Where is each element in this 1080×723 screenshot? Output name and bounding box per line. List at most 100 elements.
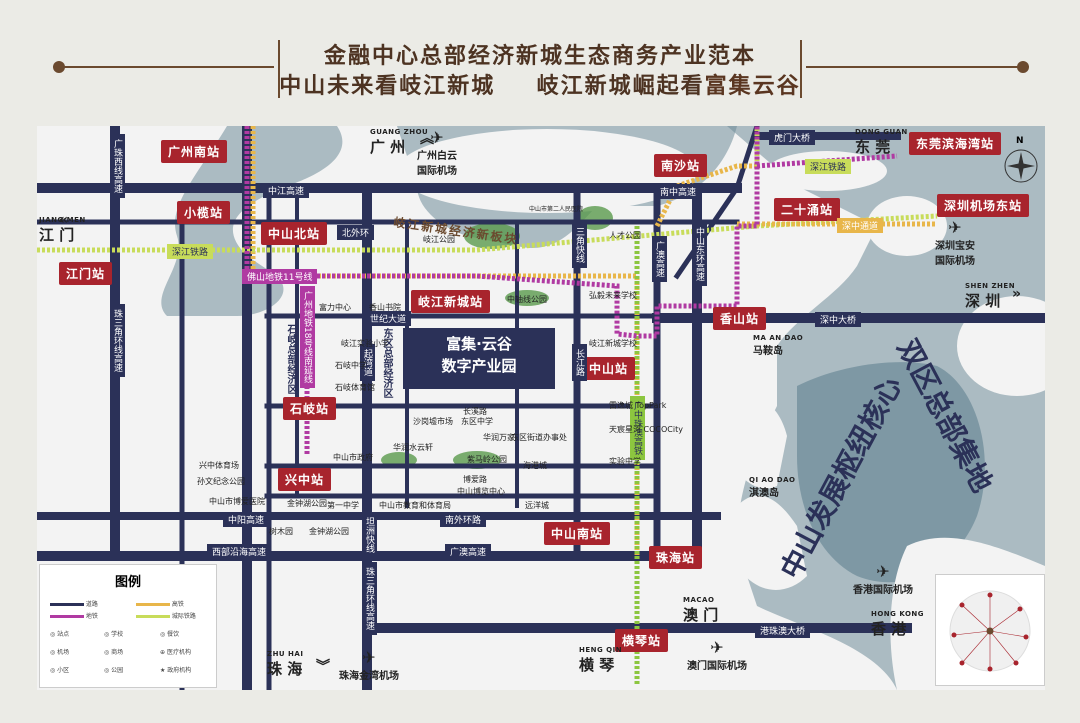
airport-icon: ✈ <box>710 638 724 657</box>
place-item: 东区街道办事处 <box>511 433 567 442</box>
place-item: 华润水云轩 <box>393 443 433 452</box>
station-zhuhai[interactable]: 珠海站 <box>649 546 703 569</box>
place-item: 远洋城 <box>525 501 549 510</box>
place-item: 华润万家 <box>483 433 515 442</box>
station-guangzhou-south[interactable]: 广州南站 <box>161 140 228 163</box>
legend-gov-label: 政府机构 <box>167 667 192 674</box>
legend-road-label: 道路 <box>85 601 98 608</box>
road-label-beiwai: 北外环 <box>337 225 375 240</box>
legend-park: ◎ 公园 <box>104 667 124 674</box>
island-qiao-cn: 淇澳岛 <box>749 488 779 499</box>
station-jiangmen[interactable]: 江门站 <box>59 262 113 285</box>
legend-metro-label: 地铁 <box>85 613 98 620</box>
airport-zhuhai-label: 珠海金湾机场 <box>339 671 399 682</box>
station-zhongshan-south[interactable]: 中山南站 <box>544 522 611 545</box>
place-item: 中山市政府 <box>333 453 373 462</box>
station-nansha[interactable]: 南沙站 <box>654 154 708 177</box>
island-madao-cn: 马鞍岛 <box>753 346 783 357</box>
airport-shenzhen-l2: 国际机场 <box>935 256 975 267</box>
legend-station: ◎ 站点 <box>50 631 70 638</box>
station-xiangshan[interactable]: 香山站 <box>713 307 767 330</box>
legend-community: ◎ 小区 <box>50 667 70 674</box>
road-label-zhujiang-ring: 珠三角环线高速 <box>110 304 125 377</box>
station-xiaolan[interactable]: 小榄站 <box>177 201 231 224</box>
station-ershiyong[interactable]: 二十涌站 <box>774 198 841 221</box>
legend-hsr: 高铁 <box>136 599 184 608</box>
city-zhuhai-en: ZHU HAI <box>267 650 304 658</box>
place-item: 紫马岭公园 <box>467 455 507 464</box>
station-qijiang-xincheng[interactable]: 岐江新城站 <box>411 290 491 313</box>
legend-school-label: 学校 <box>111 631 124 638</box>
station-dongguan-binhaiwan[interactable]: 东莞滨海湾站 <box>909 132 1002 155</box>
city-shenzhen-en: SHEN ZHEN <box>965 282 1016 290</box>
line-label-shenjiang-right: 深江铁路 <box>805 159 852 174</box>
station-zhongshan[interactable]: 中山站 <box>582 357 636 380</box>
station-hengqin[interactable]: 横琴站 <box>615 629 669 652</box>
city-hongkong-en: HONG KONG <box>871 610 925 618</box>
city-guangzhou-cn: 广 州 <box>370 138 406 156</box>
road-label-guangzhu-west: 广珠西线高速 <box>110 134 125 198</box>
legend-school: ◎ 学校 <box>104 631 124 638</box>
place-item: 树木园 <box>269 527 293 536</box>
place-item: 中山博览中心 <box>457 487 505 496</box>
airport-icon: ✈ <box>430 128 444 147</box>
city-guangzhou-en: GUANG ZHOU <box>370 128 429 136</box>
station-shenzhen-airport-east[interactable]: 深圳机场东站 <box>937 194 1030 217</box>
compass-north-label: N <box>1016 136 1024 146</box>
place-item: 中山市第二人民医院 <box>529 206 584 213</box>
place-item: 雷逸城 TopPark <box>609 401 667 410</box>
station-zhongshan-north[interactable]: 中山北站 <box>261 222 328 245</box>
header-line-right <box>806 66 1022 68</box>
airport-shenzhen[interactable]: ✈深圳宝安国际机场 <box>935 218 975 267</box>
legend-gov: ★ 政府机构 <box>160 667 192 674</box>
legend: 图例 道路 高铁 地铁 城际铁路 ◎ 站点 ◎ 学校 ◎ 餐饮 ◎ 机场 ◎ 商… <box>39 564 217 688</box>
road-label-shiji: 世纪大道 <box>365 311 412 326</box>
legend-dining: ◎ 餐饮 <box>160 631 180 638</box>
place-item: 沙岗墟市场 <box>413 417 453 426</box>
road-label-qiwan: 起湾道 <box>360 344 375 381</box>
airport-icon: ✈ <box>362 648 376 667</box>
airport-zhuhai[interactable]: ✈ 珠海金湾机场 <box>339 648 399 682</box>
place-item: 石岐体育馆 <box>335 383 375 392</box>
header-line-left <box>58 66 274 68</box>
legend-station-label: 站点 <box>57 631 70 638</box>
airport-hongkong[interactable]: ✈香港国际机场 <box>853 562 913 596</box>
fuji-cloud-valley-park[interactable]: 富集·云谷 数字产业园 <box>403 328 555 389</box>
place-item: 富力中心 <box>319 303 351 312</box>
airport-macau[interactable]: ✈澳门国际机场 <box>687 638 747 672</box>
city-dongguan-en: DONG GUAN <box>855 128 908 136</box>
place-item: 石岐中学 <box>335 361 367 370</box>
place-item: 海港城 <box>523 461 547 470</box>
road-label-changjiang: 长江路 <box>572 344 587 381</box>
island-madao-en: MA AN DAO <box>753 334 804 342</box>
header: 金融中心总部经济新城生态商务产业范本 中山未来看岐江新城 岐江新城崛起看富集云谷 <box>0 0 1080 120</box>
road-label-kunzhou: 坦洲快线 <box>362 512 377 558</box>
place-item: 弘毅未来学校 <box>589 291 637 300</box>
road-label-humen: 虎门大桥 <box>769 130 816 145</box>
headline-2a: 中山未来看岐江新城 <box>279 74 496 99</box>
place-item: 岐江公园 <box>423 235 455 244</box>
airport-baiyun[interactable]: ✈广州白云国际机场 <box>417 128 457 177</box>
mini-radial-map <box>935 574 1045 686</box>
place-item: 中山市博爱医院 <box>209 497 265 506</box>
legend-mall: ◎ 商场 <box>104 649 124 656</box>
road-label-shenzhong: 深中大桥 <box>815 312 862 327</box>
map[interactable]: ︽ « » ︾ 中山发展枢纽核心 双区总部集地 富集·云谷 数字产业园 广州南站… <box>37 126 1045 690</box>
district-shiqi: 石岐总部经济区 <box>285 324 296 394</box>
legend-community-label: 小区 <box>57 667 70 674</box>
place-item: 第一中学 <box>327 501 359 510</box>
header-bar-left <box>278 40 280 98</box>
district-dongqu: 东区总部经济区 <box>381 328 392 398</box>
headline-1: 金融中心总部经济新城生态商务产业范本 <box>323 44 756 69</box>
legend-mall-label: 商场 <box>111 649 124 656</box>
place-item: 东区中学 <box>461 417 493 426</box>
station-xingzhong[interactable]: 兴中站 <box>278 468 332 491</box>
legend-road: 道路 <box>50 599 98 608</box>
station-shiqi[interactable]: 石岐站 <box>283 397 337 420</box>
